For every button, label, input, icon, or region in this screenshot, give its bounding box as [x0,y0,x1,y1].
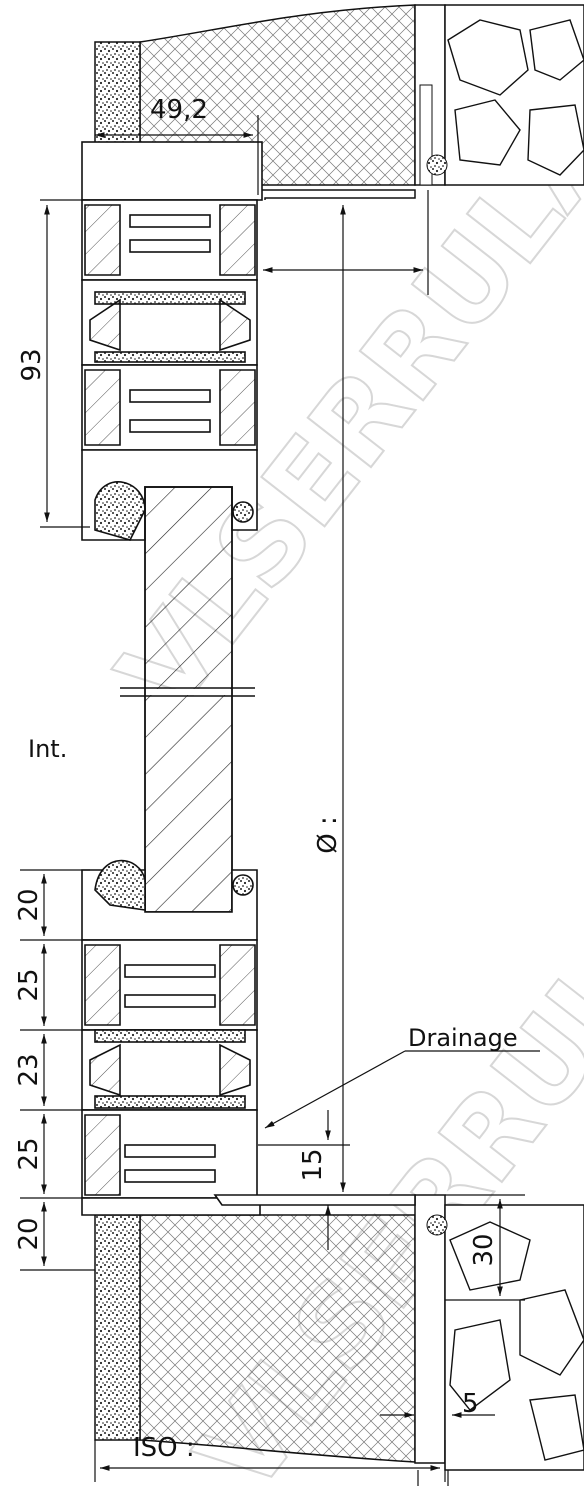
dim-opening: Ø : [313,816,343,854]
dim-sill-2: 25 [14,968,44,1001]
bottom-sill-reveal [414,1194,446,1464]
dim-sill-4: 25 [14,1137,44,1170]
glass-pane [144,486,233,913]
dim-iso: ISO : [133,1433,195,1463]
dim-rail: 15 [298,1148,328,1181]
dim-sill-3: 23 [14,1053,44,1086]
dimension-labels: 49,2 93 20 25 23 25 20 15 30 5 ISO : Ø :… [14,95,518,1463]
dim-sill-5: 20 [14,1217,44,1250]
dim-frame-height: 93 [17,348,47,381]
interior-label: Int. [28,735,67,763]
dim-top-offset: 49,2 [150,95,208,125]
bottom-insulation [94,1214,141,1441]
dim-sill-1: 20 [14,888,44,921]
dim-sill-drop: 30 [469,1233,499,1266]
glass-break-mark [120,687,255,697]
top-stonework [426,4,584,186]
bottom-stonework [426,1204,584,1471]
head-flashing [200,189,416,200]
top-wall [94,4,446,186]
lower-frame-profile [81,859,416,1216]
dim-reveal: 5 [462,1389,479,1419]
dimension-lines [20,115,540,1486]
upper-frame-profile [81,141,263,541]
drainage-label: Drainage [408,1024,518,1052]
bottom-wall [94,1194,446,1464]
